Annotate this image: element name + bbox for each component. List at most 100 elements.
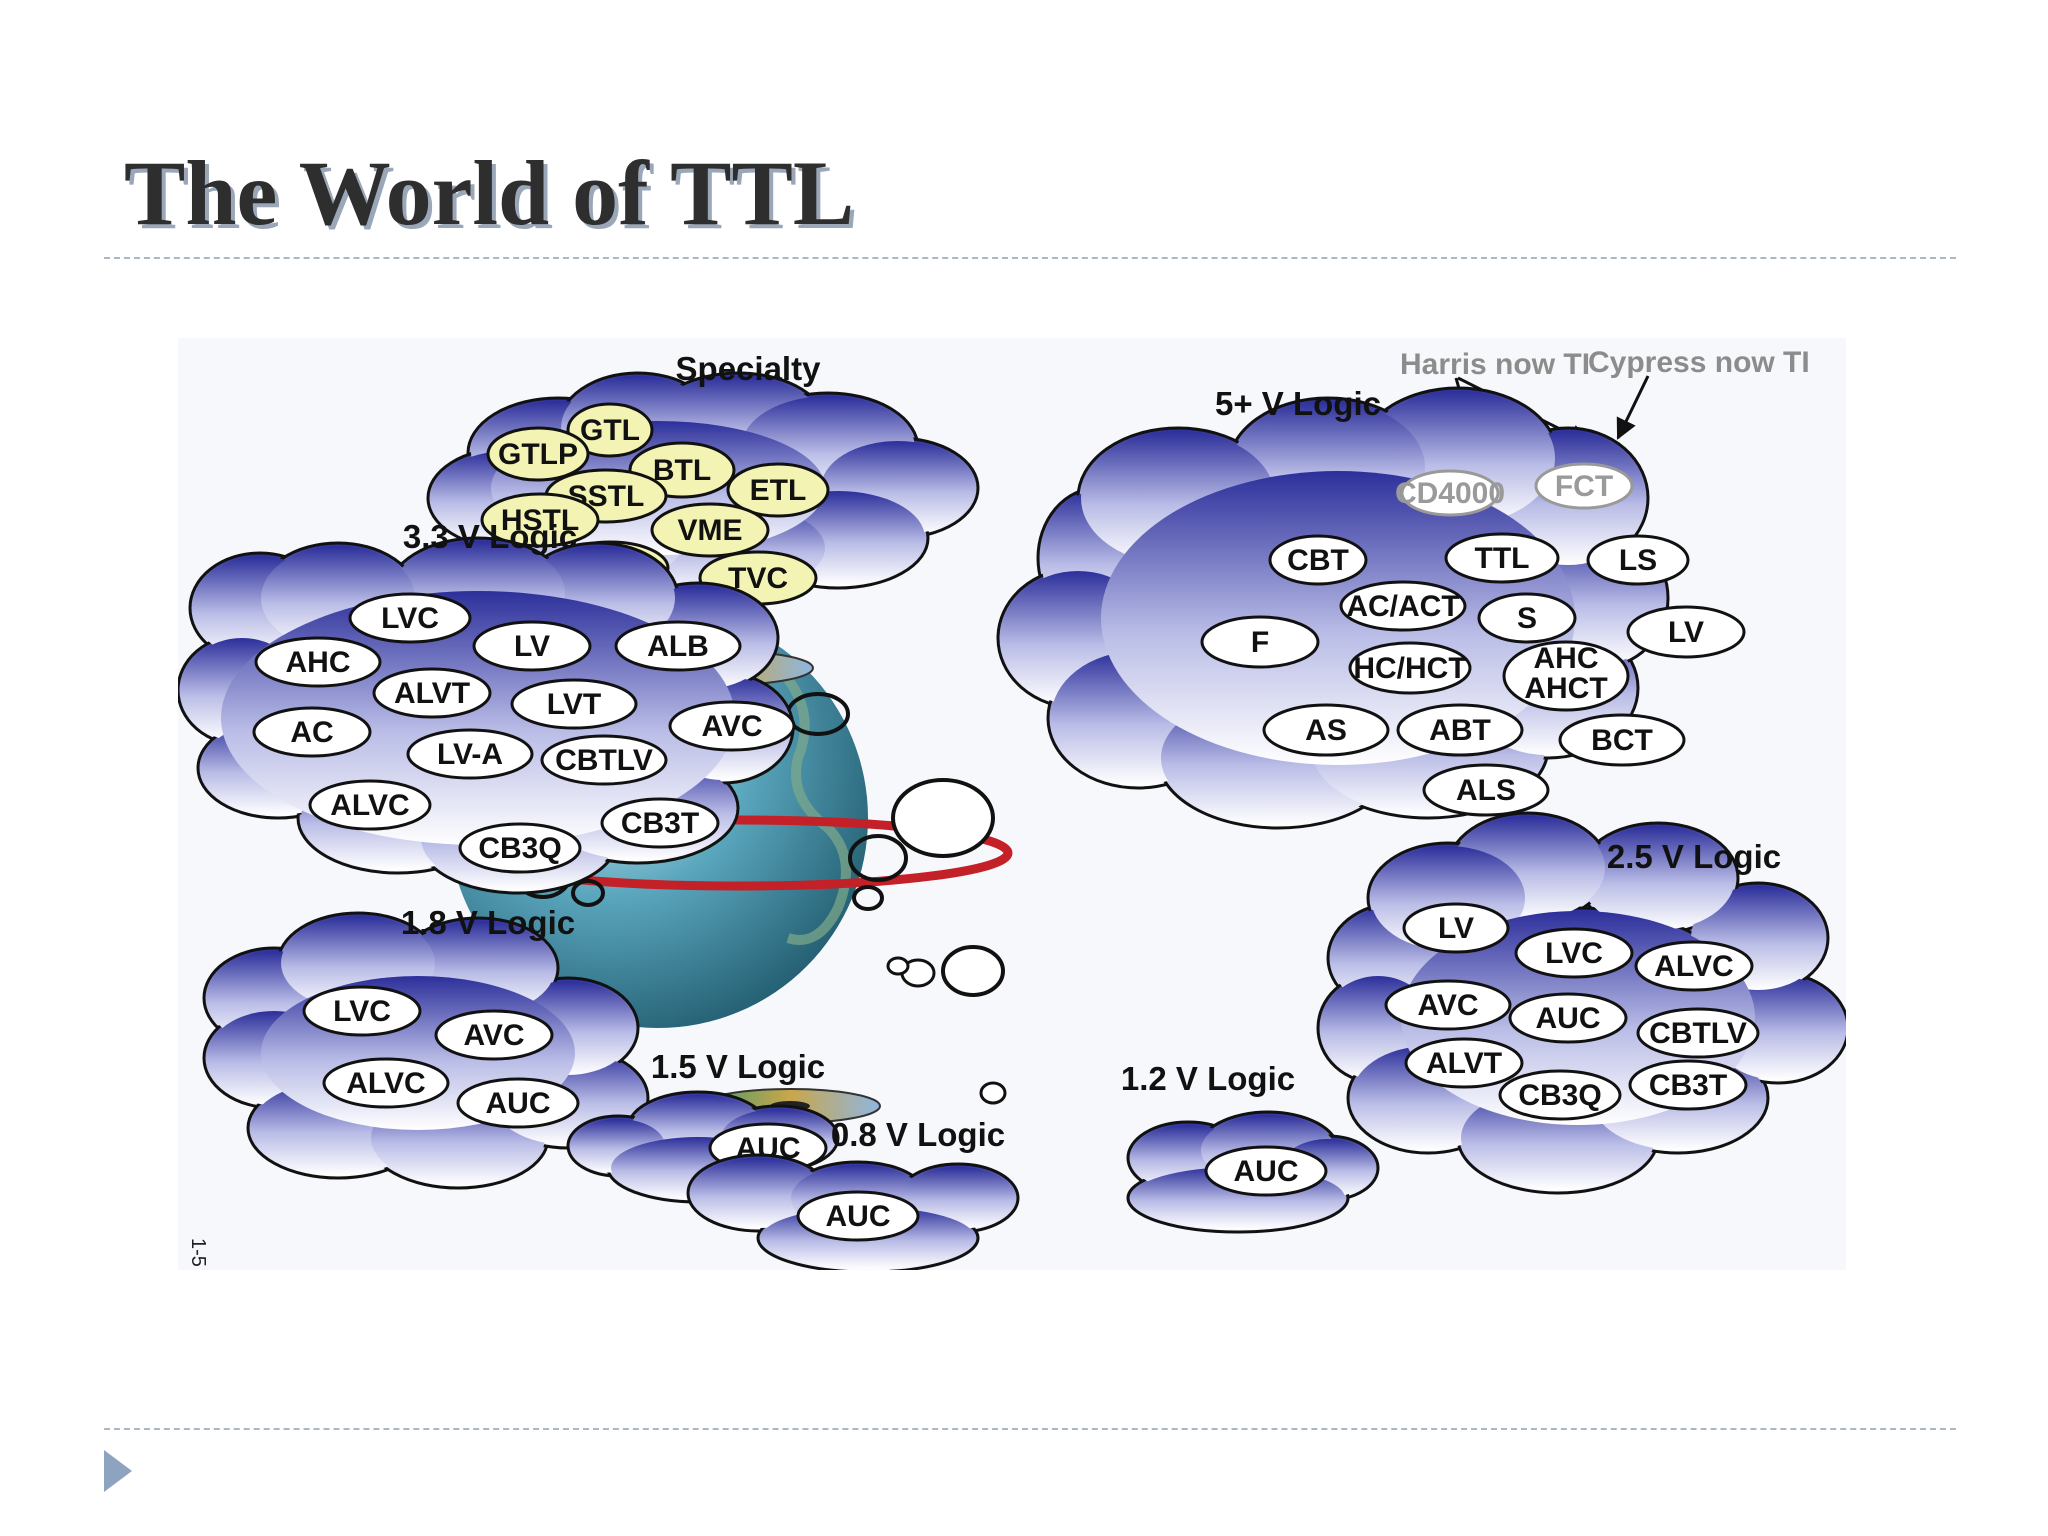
group-title: Specialty [676,350,822,387]
chip-label: AUC [486,1087,551,1120]
chip-label: ETL [750,474,807,507]
chip-label: LS [1619,544,1657,577]
logic-chip: CB3T [600,797,720,849]
chip-label: AVC [1417,989,1478,1022]
ttl-logic-families-diagram: SpecialtyGTLBTLGTLPSSTLETLHSTLVMESSTVTVC… [178,338,1846,1270]
slide-title: The World of TTL [124,142,855,244]
chip-label: BCT [1591,724,1653,757]
group-title: 0.8 V Logic [831,1116,1005,1153]
chip-label: HC/HCT [1353,652,1466,685]
logic-chip: CB3Q [1498,1069,1622,1121]
logic-chip: AVC [1384,979,1512,1031]
chip-label: CBT [1287,544,1349,577]
chip-label: CBTLV [555,744,653,777]
chip-label: AC/ACT [1346,590,1459,623]
chip-label: ALB [647,630,709,663]
logic-chip: AC [252,706,372,758]
slide-page-code: 1-5 [187,1238,209,1267]
group-title: 3.3 V Logic [403,518,577,555]
footer-divider [104,1428,1956,1430]
acquisition-note: Harris now TI [1400,348,1590,381]
logic-chip: AUC [1508,992,1628,1044]
logic-chip: ALVC [322,1057,450,1109]
logic-chip: ALVT [1404,1037,1524,1089]
chip-label: LV [1668,616,1704,649]
chip-label: CB3T [1649,1069,1727,1102]
logic-chip: CD4000 [1395,469,1505,517]
logic-chip: S [1477,592,1577,644]
chip-label: AVC [701,710,762,743]
chip-label: CB3T [621,807,699,840]
chip-label: GTL [580,414,640,447]
chip-label: ABT [1429,714,1491,747]
logic-chip: ALVT [372,667,492,719]
title-divider [104,257,1956,259]
logic-chip: TTL [1444,532,1560,584]
logic-chip: CBTLV [540,734,668,786]
chip-label: HSTL [501,504,579,537]
logic-chip: LV [472,620,592,672]
chip-label: BTL [653,454,711,487]
logic-chip: LV [1626,605,1746,659]
logic-chip: BCT [1558,713,1686,767]
acquisition-note: Cypress now TI [1588,346,1810,379]
group-title: 1.5 V Logic [651,1048,825,1085]
chip-label: CB3Q [1518,1079,1601,1112]
logic-chip: GTL [566,402,654,458]
chip-label: LV-A [437,738,503,771]
chip-label: AHCT [1524,672,1607,705]
logic-chip: AC/ACT [1339,580,1467,632]
logic-chip: ABT [1396,703,1524,757]
group-title: 5+ V Logic [1215,385,1381,422]
chip-label: CD4000 [1395,477,1505,510]
logic-chip: AS [1262,703,1390,757]
logic-chip: AVC [668,700,796,752]
chip-label: ALVC [1654,950,1733,983]
logic-chip: CBT [1268,534,1368,586]
logic-chip: FCT [1534,462,1634,510]
group-title: 1.8 V Logic [401,904,575,941]
chip-label: ALVT [1426,1047,1502,1080]
chip-label: VME [677,514,742,547]
logic-chip: ALVC [1634,940,1754,992]
logic-chip: CB3Q [458,822,582,874]
logic-chip: HC/HCT [1348,641,1472,695]
chip-label: ALVT [394,677,470,710]
chip-label: CBTLV [1649,1017,1747,1050]
logic-chip: LVC [1514,927,1634,979]
logic-chip: ALVC [308,779,432,831]
logic-chip: LVT [510,678,638,730]
logic-chip: CBTLV [1636,1007,1760,1059]
logic-chip: LVC [302,985,422,1037]
logic-chip: LV-A [406,728,534,780]
chip-label: FCT [1555,470,1613,503]
chip-label: LV [514,630,550,663]
chip-label: AUC [826,1200,891,1233]
chip-label: LVC [333,995,391,1028]
logic-chip: HSTL [480,492,600,548]
logic-chip: ALB [614,620,742,672]
chip-label: ALVC [330,789,409,822]
group-title: 2.5 V Logic [1607,838,1781,875]
group-title: 1.2 V Logic [1121,1060,1295,1097]
chip-label: LVC [1545,937,1603,970]
chip-label: LV [1438,912,1474,945]
chip-label: LVC [381,602,439,635]
chip-label: S [1517,602,1537,635]
chip-label: AS [1305,714,1347,747]
logic-chip: AHC [254,636,382,688]
next-slide-arrow-icon[interactable] [104,1450,132,1492]
chip-label: AC [290,716,333,749]
chip-label: CB3Q [478,832,561,865]
chip-label: AHC [286,646,351,679]
logic-chip: AUC [1204,1145,1328,1197]
logic-chip: AUC [796,1190,920,1242]
logic-chip: LVC [348,592,472,644]
logic-chip: AUC [456,1077,580,1129]
